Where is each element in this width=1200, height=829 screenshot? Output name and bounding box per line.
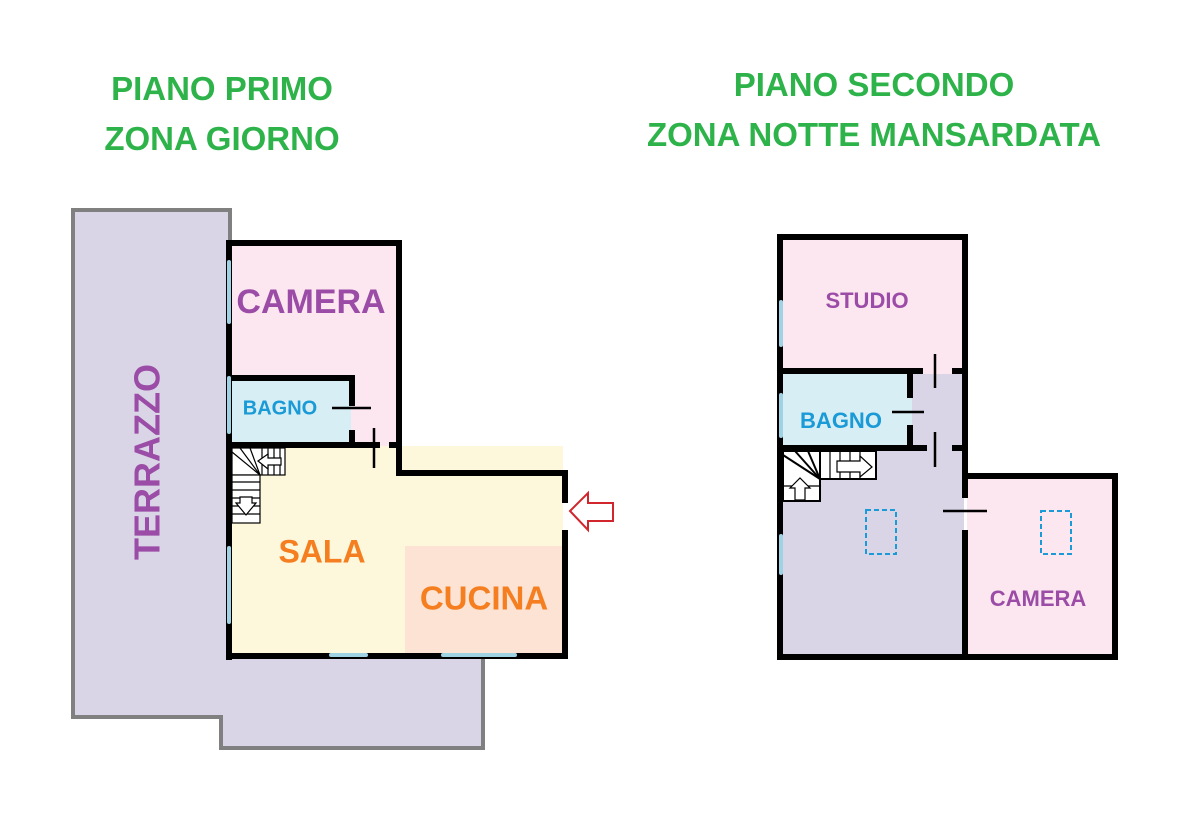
- staircase: [231, 447, 286, 524]
- entrance-arrow-icon: [568, 490, 614, 533]
- right-title-line2: ZONA NOTTE MANSARDATA: [647, 116, 1101, 153]
- label-camera: CAMERA: [236, 283, 385, 321]
- label-bagno: BAGNO: [800, 408, 882, 433]
- skylight-icon: [865, 509, 897, 555]
- cucina-area: [405, 546, 562, 654]
- second-floor-plan: STUDIO BAGNO CAMERA: [777, 234, 1118, 660]
- bagno-room: [782, 374, 912, 448]
- label-sala: SALA: [278, 533, 365, 569]
- studio-room: [782, 239, 964, 374]
- stair-arrow-down-icon: [234, 496, 258, 516]
- right-title-line1: PIANO SECONDO: [734, 66, 1015, 103]
- label-bagno: BAGNO: [243, 397, 317, 419]
- left-title-line2: ZONA GIORNO: [104, 120, 339, 157]
- label-cucina: CUCINA: [420, 580, 548, 617]
- first-floor-plan: CAMERA BAGNO TERRAZZO SALA CUCINA: [71, 208, 614, 750]
- label-studio: STUDIO: [825, 288, 908, 313]
- label-terrazzo: TERRAZZO: [127, 364, 168, 560]
- bagno-room: [231, 381, 351, 443]
- stair-arrow-right-icon: [836, 454, 873, 479]
- stair-arrow-left-icon: [256, 452, 282, 471]
- camera-room: [967, 477, 1114, 655]
- stair-arrow-up-icon: [788, 477, 812, 501]
- skylight-icon: [1040, 510, 1072, 555]
- left-title-line1: PIANO PRIMO: [111, 70, 333, 107]
- staircase: [782, 450, 877, 502]
- label-camera: CAMERA: [990, 586, 1087, 611]
